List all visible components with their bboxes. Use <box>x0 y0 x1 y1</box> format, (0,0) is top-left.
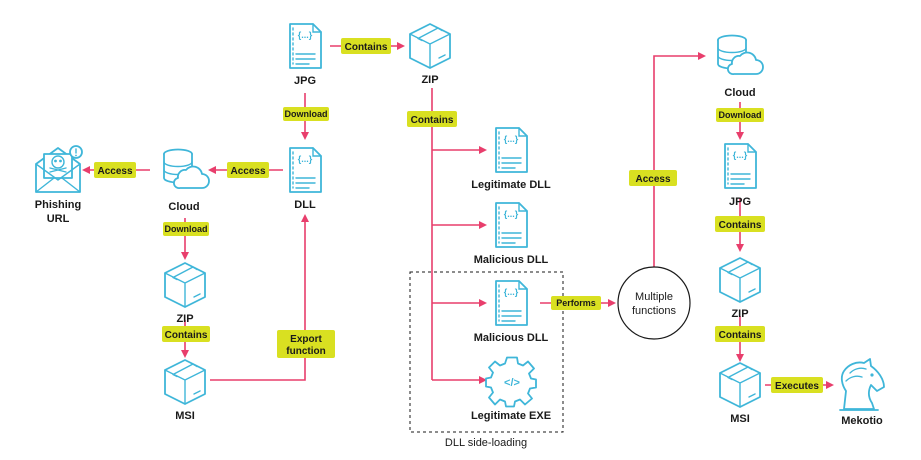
zip-left-label: ZIP <box>176 313 193 325</box>
node-phishing-url: Phishing URL <box>35 145 83 225</box>
svg-text:Contains: Contains <box>719 220 762 231</box>
node-jpg-top: {...} JPG <box>289 23 322 87</box>
malicious-dll-2-label: Malicious DLL <box>474 332 549 344</box>
package-box-icon <box>719 362 761 408</box>
node-cloud-left: Cloud <box>163 148 210 213</box>
phishing-url-label-line1: Phishing <box>35 199 81 211</box>
edge-label-access-2: Access <box>227 162 269 178</box>
node-zip-center: ZIP <box>409 23 451 86</box>
jpg-top-label: JPG <box>294 75 316 87</box>
edge-label-contains-top: Contains <box>341 38 391 54</box>
edge-label-performs: Performs <box>551 296 601 310</box>
dll-side-loading-label: DLL side-loading <box>445 437 527 449</box>
legitimate-exe-label: Legitimate EXE <box>471 410 551 422</box>
package-box-icon <box>409 23 451 69</box>
malicious-dll-1-label: Malicious DLL <box>474 254 549 266</box>
svg-text:Access: Access <box>635 174 670 185</box>
code-file-glyph: {...} <box>504 134 519 144</box>
svg-text:Export: Export <box>290 334 322 345</box>
gear-code-icon <box>485 356 537 408</box>
svg-text:Contains: Contains <box>719 330 762 341</box>
node-zip-left: ZIP <box>164 262 206 325</box>
edge-label-contains-1: Contains <box>162 326 210 342</box>
edge-label-export-function: Export function <box>277 330 335 358</box>
multiple-functions-label-line1: Multiple <box>635 291 673 303</box>
svg-text:Performs: Performs <box>556 298 596 308</box>
msi-right-label: MSI <box>730 413 750 425</box>
node-mekotio: Mekotio <box>839 358 885 427</box>
edge-label-executes: Executes <box>771 377 823 393</box>
cloud-right-label: Cloud <box>724 87 755 99</box>
node-dll: {...} DLL <box>289 147 322 211</box>
zip-center-label: ZIP <box>421 74 438 86</box>
cloud-left-label: Cloud <box>168 201 199 213</box>
svg-text:Access: Access <box>97 166 132 177</box>
package-box-icon <box>164 262 206 308</box>
svg-text:Contains: Contains <box>165 330 208 341</box>
package-box-icon <box>164 359 206 405</box>
code-file-glyph: {...} <box>504 287 519 297</box>
exe-code-glyph: </> <box>504 377 520 389</box>
svg-text:Download: Download <box>165 224 208 234</box>
code-file-glyph: {...} <box>504 209 519 219</box>
edge-label-contains-center: Contains <box>407 111 457 127</box>
msi-left-label: MSI <box>175 410 195 422</box>
edge-label-download-1: Download <box>163 222 209 236</box>
phishing-email-icon <box>35 145 83 193</box>
multiple-functions-label-line2: functions <box>632 305 677 317</box>
edge-label-access-3: Access <box>629 170 677 186</box>
image-file-glyph: {...} <box>298 30 313 40</box>
svg-text:Access: Access <box>230 166 265 177</box>
edge-label-download-3: Download <box>716 108 764 122</box>
dll-side-loading-group: DLL side-loading <box>409 271 564 449</box>
legitimate-dll-label: Legitimate DLL <box>471 179 551 191</box>
zip-right-label: ZIP <box>731 308 748 320</box>
cloud-database-icon <box>717 34 764 75</box>
node-jpg-right: {...} JPG <box>724 143 757 208</box>
image-file-glyph: {...} <box>733 150 748 160</box>
cloud-database-icon <box>163 148 210 189</box>
edge-label-contains-r2: Contains <box>715 326 765 342</box>
svg-text:Executes: Executes <box>775 381 819 392</box>
node-msi-left: MSI <box>164 359 206 422</box>
jpg-right-label: JPG <box>729 196 751 208</box>
node-multiple-functions: Multiple functions <box>617 266 691 340</box>
node-malicious-dll-2: {...} Malicious DLL <box>474 280 549 344</box>
code-file-glyph: {...} <box>298 154 313 164</box>
edge-label-download-2: Download <box>283 107 329 121</box>
node-malicious-dll-1: {...} Malicious DLL <box>474 202 549 266</box>
node-msi-right: MSI <box>719 362 761 425</box>
mekotio-label: Mekotio <box>841 415 883 427</box>
node-cloud-right: Cloud <box>717 34 764 99</box>
node-zip-right: ZIP <box>719 257 761 320</box>
package-box-icon <box>719 257 761 303</box>
edge-label-access-1: Access <box>94 162 136 178</box>
phishing-url-label-line2: URL <box>47 213 70 225</box>
trojan-horse-icon <box>839 358 885 411</box>
svg-text:Download: Download <box>285 109 328 119</box>
node-legitimate-dll: {...} Legitimate DLL <box>471 127 551 191</box>
edge-label-contains-r1: Contains <box>715 216 765 232</box>
dll-label: DLL <box>294 199 316 211</box>
svg-text:Download: Download <box>719 110 762 120</box>
svg-text:Contains: Contains <box>345 42 388 53</box>
svg-text:function: function <box>286 346 325 357</box>
node-legitimate-exe: </> Legitimate EXE <box>471 356 551 422</box>
svg-text:Contains: Contains <box>411 115 454 126</box>
